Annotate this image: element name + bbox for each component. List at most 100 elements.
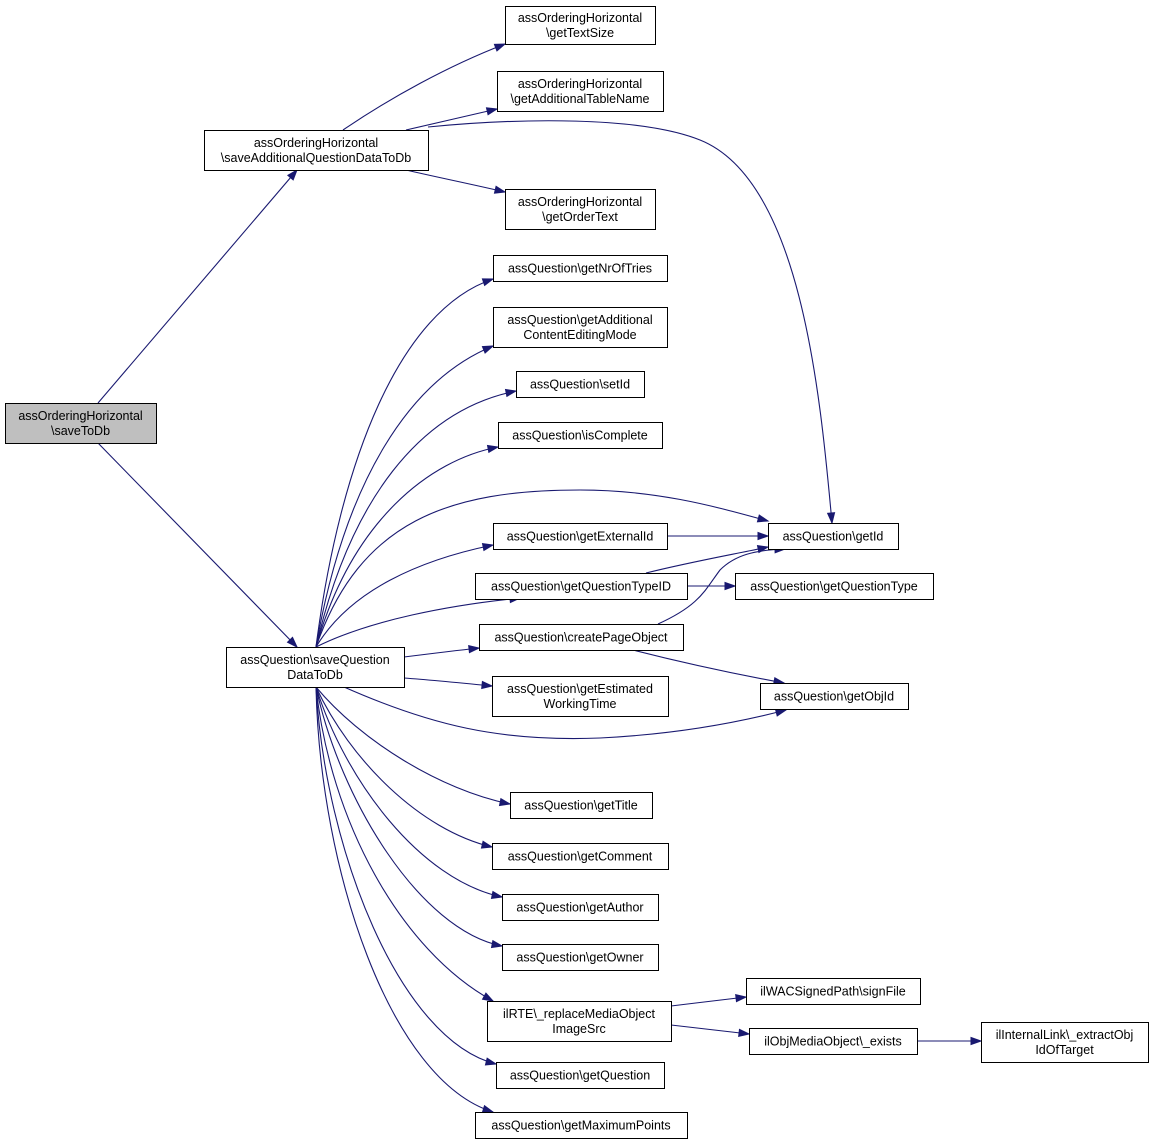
node-box [479, 624, 684, 651]
node-box [226, 647, 405, 688]
arrowhead [498, 797, 512, 807]
node-label-line: assQuestion\getAdditional [507, 313, 652, 327]
node-label-line: assQuestion\getObjId [774, 690, 894, 704]
node-getExternalId[interactable]: assQuestion\getExternalId [493, 523, 668, 550]
edge-line [315, 686, 493, 848]
arrowhead [485, 107, 499, 116]
node-setId[interactable]: assQuestion\setId [516, 371, 645, 398]
node-label-line: assQuestion\getExternalId [507, 530, 654, 544]
arrowhead [468, 644, 481, 654]
arrowhead [286, 636, 299, 649]
edge-saveQ-to-getOwner [315, 686, 504, 949]
node-box [204, 130, 429, 171]
node-label-line: assQuestion\getQuestion [510, 1069, 650, 1083]
node-getId[interactable]: assQuestion\getId [768, 523, 899, 550]
node-box [510, 792, 653, 819]
edge-saveQ-to-getId [315, 489, 770, 648]
nodes-layer: assOrderingHorizontal\saveToDbassOrderin… [5, 6, 1149, 1139]
node-label-line: IdOfTarget [1035, 1043, 1094, 1057]
node-label-line: \saveToDb [51, 424, 110, 438]
node-getQuestion[interactable]: assQuestion\getQuestion [496, 1062, 665, 1089]
edge-saveQ-to-getQuestion [315, 686, 498, 1066]
node-getOrderText[interactable]: assOrderingHorizontal\getOrderText [505, 189, 656, 230]
node-label-line: assQuestion\getQuestionTypeID [491, 580, 671, 594]
node-label-line: assQuestion\getComment [508, 850, 653, 864]
node-label-line: assQuestion\isComplete [512, 429, 648, 443]
edge-saveAdd-to-getId [427, 120, 836, 525]
node-box [981, 1022, 1149, 1063]
node-getQType[interactable]: assQuestion\getQuestionType [735, 573, 934, 600]
edge-saveAdd-to-getOrderText [405, 169, 507, 194]
edges-layer [97, 43, 983, 1113]
node-getTitle[interactable]: assQuestion\getTitle [510, 792, 653, 819]
node-label-line: assQuestion\saveQuestion [240, 653, 389, 667]
arrowhead [504, 388, 518, 398]
node-label-line: \saveAdditionalQuestionDataToDb [221, 151, 411, 165]
edge-line [315, 686, 511, 805]
edge-saveAdd-to-getTextSize [342, 43, 507, 131]
edge-line [427, 120, 833, 524]
edge-line [403, 677, 493, 687]
node-box [516, 371, 645, 398]
node-saveAdd[interactable]: assOrderingHorizontal\saveAdditionalQues… [204, 130, 429, 171]
edge-saveQ-to-getEstimated [403, 677, 494, 690]
arrowhead [826, 512, 836, 525]
node-label-line: ContentEditingMode [523, 328, 636, 342]
node-box [475, 573, 688, 600]
node-label-line: assQuestion\getQuestionType [750, 580, 918, 594]
node-getMaxPoints[interactable]: assQuestion\getMaximumPoints [475, 1112, 688, 1139]
edge-replaceMedia-to-signFile [670, 994, 748, 1007]
node-createPage[interactable]: assQuestion\createPageObject [479, 624, 684, 651]
arrowhead [490, 890, 504, 899]
node-box [492, 676, 669, 717]
node-exists[interactable]: ilObjMediaObject\_exists [749, 1028, 918, 1055]
node-getTextSize[interactable]: assOrderingHorizontal\getTextSize [505, 6, 656, 45]
node-label-line: assQuestion\getMaximumPoints [491, 1119, 670, 1133]
node-label-line: assOrderingHorizontal [254, 136, 378, 150]
node-getAddTable[interactable]: assOrderingHorizontal\getAdditionalTable… [497, 71, 664, 112]
node-isComplete[interactable]: assQuestion\isComplete [498, 422, 663, 449]
node-box [497, 71, 664, 112]
node-label-line: \getTextSize [546, 26, 614, 40]
node-root[interactable]: assOrderingHorizontal\saveToDb [5, 403, 157, 444]
node-getComment[interactable]: assQuestion\getComment [492, 843, 669, 870]
edge-line [670, 996, 747, 1007]
node-getNrOfTries[interactable]: assQuestion\getNrOfTries [493, 255, 668, 282]
edge-line [315, 686, 494, 1002]
edge-saveQ-to-getExternalId [315, 542, 495, 648]
node-getQTypeID[interactable]: assQuestion\getQuestionTypeID [475, 573, 688, 600]
node-box [746, 978, 921, 1005]
edge-root-to-saveAdd [97, 168, 298, 404]
node-box [5, 403, 157, 444]
edge-line [315, 278, 494, 648]
node-getObjId[interactable]: assQuestion\getObjId [760, 683, 909, 710]
arrowhead [756, 514, 770, 523]
edge-line [342, 43, 506, 131]
arrowhead [490, 939, 504, 949]
edge-saveQ-to-getTitle [315, 686, 512, 807]
edge-line [657, 548, 786, 625]
node-box [475, 1112, 688, 1139]
node-label-line: assQuestion\getNrOfTries [508, 262, 652, 276]
node-box [493, 255, 668, 282]
node-getOwner[interactable]: assQuestion\getOwner [502, 944, 659, 971]
node-label-line: assQuestion\getId [783, 530, 884, 544]
node-label-line: assQuestion\getAuthor [516, 901, 643, 915]
node-box [493, 307, 668, 348]
node-signFile[interactable]: ilWACSignedPath\signFile [746, 978, 921, 1005]
node-label-line: ilInternalLink\_extractObj [996, 1028, 1134, 1042]
node-getAuthor[interactable]: assQuestion\getAuthor [502, 894, 659, 921]
edge-getQTypeID-to-getQType [687, 581, 737, 591]
arrowhead [493, 185, 507, 194]
edge-line [343, 686, 787, 740]
edge-saveQ-to-isComplete [315, 444, 500, 648]
node-box [760, 683, 909, 710]
edge-line [405, 169, 506, 193]
edge-line [315, 686, 494, 1113]
node-getAddContent[interactable]: assQuestion\getAdditionalContentEditingM… [493, 307, 668, 348]
